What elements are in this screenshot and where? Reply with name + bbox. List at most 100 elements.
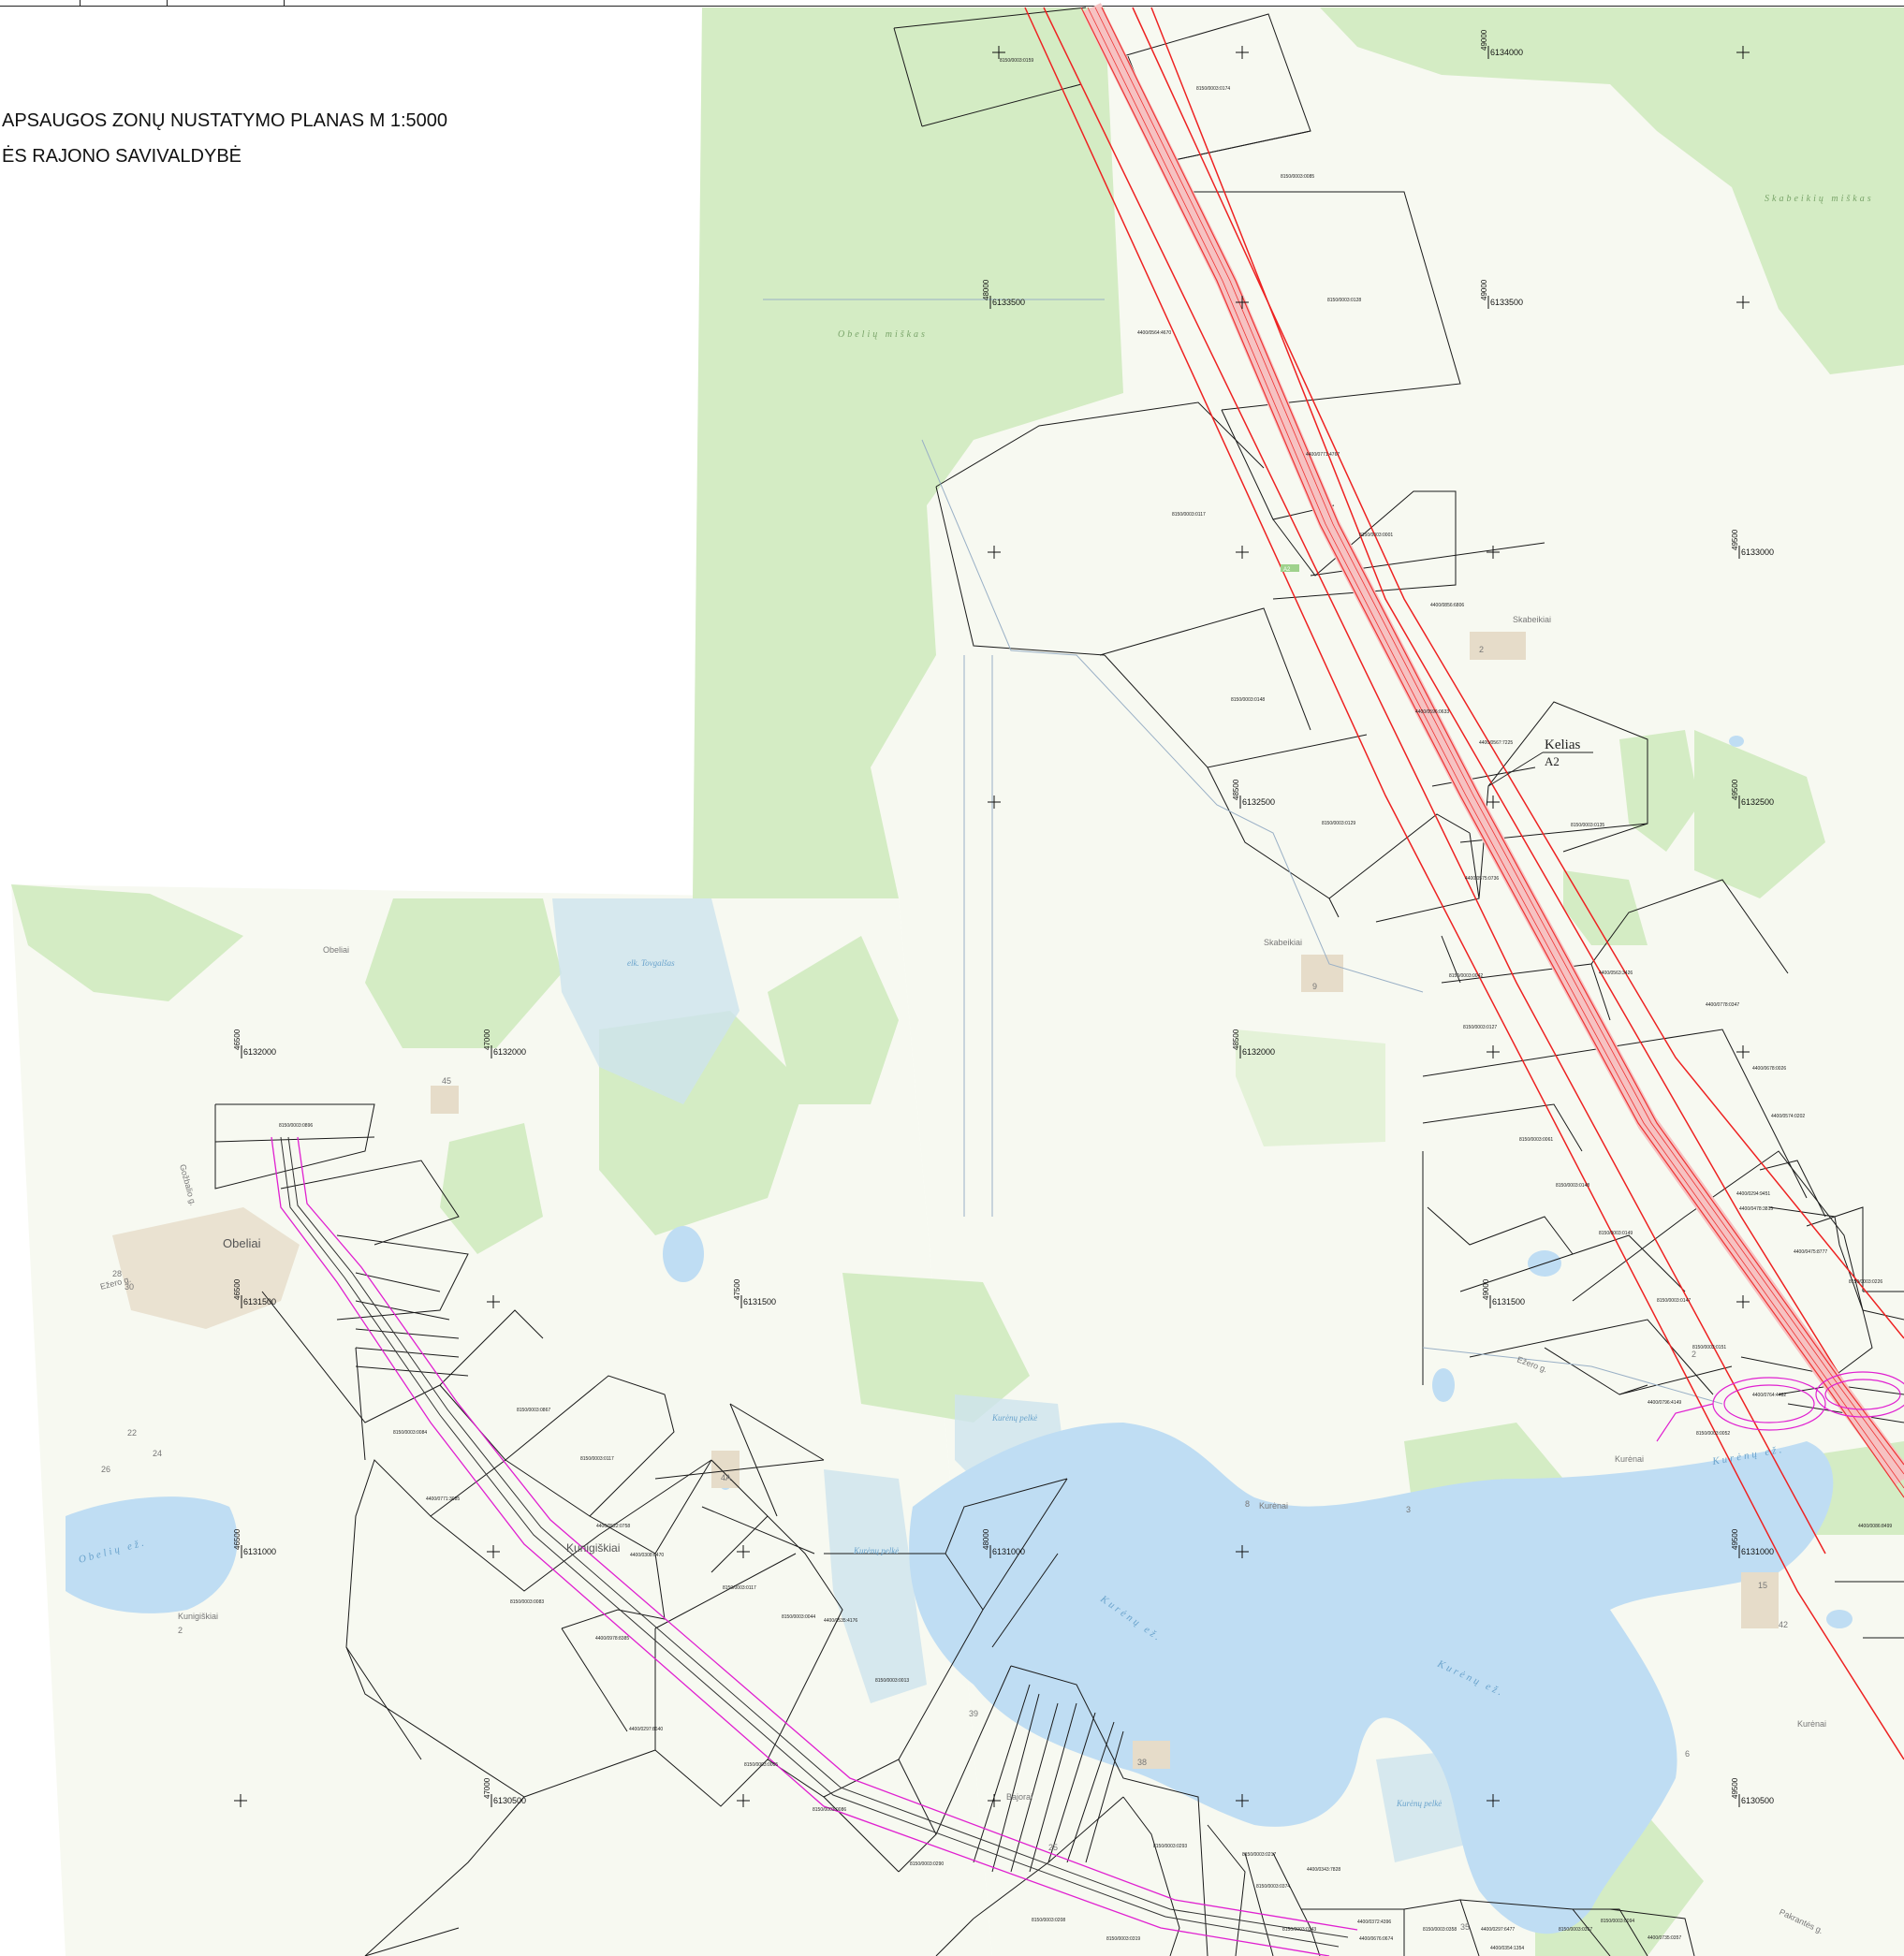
parcel-id: 8150/0003:0013 [875,1678,909,1684]
forest-patch-west [365,898,562,1048]
wetland-name: Kurėnų pelkė [1396,1799,1442,1808]
highway-edge [1080,7,1904,1498]
building [431,1086,459,1114]
parcel-id: 8150/0003:0208 [1032,1918,1065,1923]
svg-text:6130500: 6130500 [493,1796,526,1805]
parcel-id: 8150/0003:0086 [813,1807,846,1813]
frame-tick [284,0,285,7]
parcel-id: 8150/0003:0319 [1106,1936,1140,1942]
highway-zone-line [1132,7,1904,1339]
svg-text:6132000: 6132000 [243,1047,276,1057]
svg-text:46500: 46500 [233,1528,242,1550]
parcel-id: 4400/0778:0347 [1706,1002,1739,1008]
parcel-id: 8150/0003:0117 [723,1585,756,1591]
highway-edge [1094,7,1904,1475]
parcel-id: 8150/0003:0129 [1322,821,1355,826]
highway-edge [1101,7,1904,1466]
house-number: 39 [969,1709,978,1718]
svg-text:48000: 48000 [982,1528,990,1550]
parcel-id: 4400/0354:1354 [1490,1946,1524,1951]
parcel-id-labels: 8150/0003:0159 8150/0003:0174 8150/0003:… [279,58,1892,1951]
svg-text:49000: 49000 [1480,29,1488,51]
parcel-id: 4400/0522:0758 [596,1524,630,1529]
parcel-id: 8150/0003:0148 [1231,697,1265,703]
parcel-id: 8150/0003:0147 [1657,1298,1691,1304]
house-number: 45 [442,1076,451,1086]
svg-text:49500: 49500 [1731,779,1739,800]
svg-text:49500: 49500 [1731,1777,1739,1799]
parcel-id: 4400/0575:0736 [1465,876,1499,882]
svg-text:6130500: 6130500 [1741,1796,1774,1805]
parcel-id: 8150/0003:0896 [279,1123,313,1129]
svg-text:6131000: 6131000 [243,1547,276,1556]
parcel-id: 8150/0003:0159 [1000,58,1033,64]
svg-text:6134000: 6134000 [1490,48,1523,57]
house-number: 35 [1460,1922,1470,1932]
highway-zone-line [1024,7,1904,1760]
parcel-id: 4400/0771:3085 [426,1496,460,1502]
road-name: Kelias [1545,737,1580,752]
wetland-name: Kurėnų pelkė [853,1546,899,1555]
parcel-id: 4400/0343:7828 [1307,1867,1340,1873]
forest-patch [1619,730,1699,852]
svg-text:49000: 49000 [1480,279,1488,300]
highway-edge [1087,7,1904,1489]
frame-top-line [0,6,1904,7]
parcel-id: 4400/0678:0026 [1752,1066,1786,1072]
svg-text:48000: 48000 [982,279,990,300]
house-number: 42 [1779,1620,1788,1629]
parcel-id: 8150/0003:0293 [1153,1844,1187,1849]
pond [1729,736,1744,747]
parcel-id: 8150/0003:0226 [1849,1279,1882,1285]
forest-patch [1694,730,1825,898]
lake-obeliu [66,1496,238,1613]
svg-text:6131500: 6131500 [1492,1297,1525,1306]
svg-text:6132000: 6132000 [1242,1047,1275,1057]
parcel-id: 8150/0003:0083 [510,1599,544,1605]
pond [1826,1610,1853,1628]
house-number: 26 [101,1465,110,1474]
svg-text:6132500: 6132500 [1741,797,1774,807]
place-name: Obeliai [323,945,349,955]
parcel-id: 4400/0564:4670 [1137,330,1171,336]
parcel-id: 8150/0003:0358 [1423,1927,1457,1933]
svg-text:6132500: 6132500 [1242,797,1275,807]
house-number: 3 [1406,1505,1411,1514]
road-number: A2 [1545,754,1560,768]
map-title: APSAUGOS ZONŲ NUSTATYMO PLANAS M 1:5000 [2,110,448,131]
parcel-id: 8150/0003:0135 [1571,823,1604,828]
house-number: 25 [1048,1843,1058,1852]
parcel-id: 8150/0003:0061 [1519,1137,1553,1143]
place-name: Kunigiškiai [178,1612,218,1621]
building [1741,1572,1779,1628]
pond [663,1226,704,1282]
pond [1432,1368,1455,1402]
forest-patch-west [440,1123,543,1254]
parcel-id: 4400/0297:6477 [1481,1927,1515,1933]
parcel-id: 4400/0478:3815 [1739,1206,1773,1212]
field-boundaries [763,299,1723,1405]
house-number: 28 [112,1269,122,1278]
building [1470,632,1526,660]
forest-patch-west [11,884,243,1001]
house-number: 38 [1137,1758,1147,1767]
house-number: 6 [1685,1749,1690,1759]
road-shield [1281,564,1299,572]
local-road[interactable] [271,1136,1358,1956]
wetland-name: Kurėnų pelkė [991,1413,1037,1423]
svg-text:6133500: 6133500 [1490,298,1523,307]
grid-crosses [234,46,1750,1807]
place-name: Skabeikiai [1513,615,1551,624]
forest-name: Skabeikių miškas [1765,194,1874,204]
